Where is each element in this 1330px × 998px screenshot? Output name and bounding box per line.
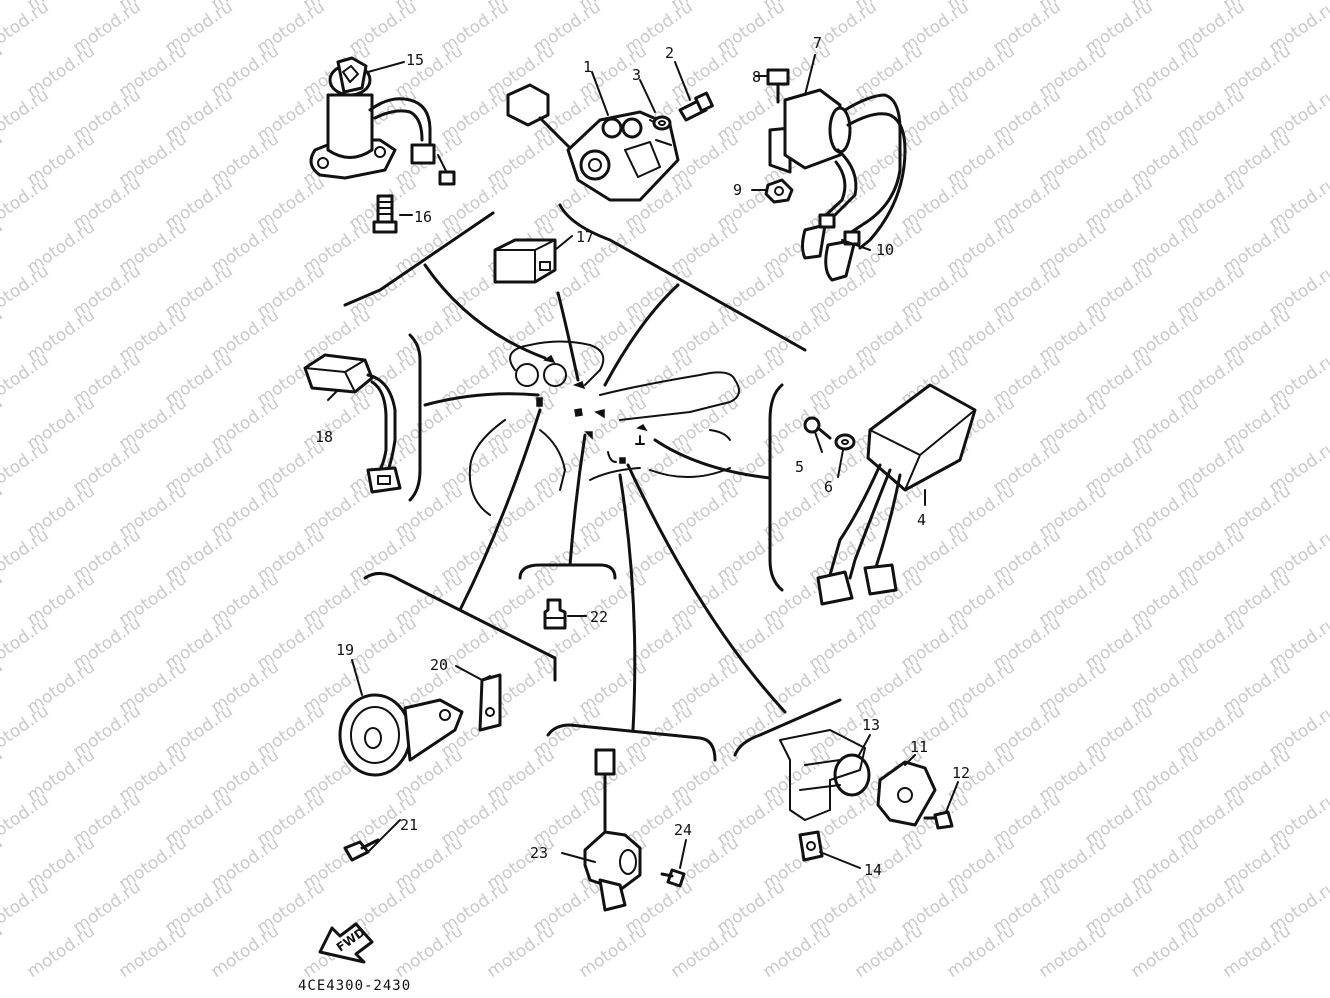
watermark-text: motod.ru xyxy=(667,921,742,982)
label-part-19: 19 xyxy=(336,641,354,659)
label-part-12: 12 xyxy=(952,764,970,782)
watermark-text: motod.ru xyxy=(483,921,558,982)
fwd-direction-arrow: FWD xyxy=(318,922,374,964)
label-part-10: 10 xyxy=(876,241,894,259)
watermark-text: motod.ru xyxy=(0,437,53,498)
watermark-text: motod.ru xyxy=(759,921,834,982)
watermark-text: motod.ru xyxy=(575,921,650,982)
part-2-bolt xyxy=(678,91,714,122)
part-4-igniter xyxy=(816,383,977,606)
part-6-washer xyxy=(834,433,856,451)
watermark-text: motod.ru xyxy=(851,921,926,982)
label-leaders xyxy=(327,54,959,869)
watermark-text: motod.ru xyxy=(1127,921,1202,982)
leader-lines xyxy=(423,263,787,732)
label-part-20: 20 xyxy=(430,656,448,674)
part-3-washer xyxy=(652,115,672,131)
part-8-bolt xyxy=(766,68,790,104)
watermark-text: motod.ru xyxy=(1219,921,1294,982)
watermark-text: motod.ru xyxy=(23,921,98,982)
part-10-plug-cap xyxy=(801,213,861,282)
label-part-13: 13 xyxy=(862,716,880,734)
label-part-6: 6 xyxy=(824,478,833,496)
watermark-text: motod.ru xyxy=(0,349,53,410)
label-part-21: 21 xyxy=(400,816,418,834)
label-part-17: 17 xyxy=(576,228,594,246)
watermark-text: motod.ru xyxy=(0,305,7,366)
watermark-text: motod.ru xyxy=(0,41,7,102)
watermark-text: motod.ru xyxy=(0,613,53,674)
label-part-3: 3 xyxy=(632,66,641,84)
label-part-22: 22 xyxy=(590,608,608,626)
part-13-14-base-frame xyxy=(779,729,871,862)
label-part-18: 18 xyxy=(315,428,333,446)
drawing-code: 4CE4300-2430 xyxy=(298,978,411,994)
part-labels: 1 2 3 4 5 6 7 8 9 10 11 12 13 14 15 16 1… xyxy=(315,34,970,879)
watermark-text: motod.ru xyxy=(0,173,53,234)
label-part-5: 5 xyxy=(795,458,804,476)
part-18-harness-unit xyxy=(303,353,402,494)
watermark-text: motod.ru xyxy=(1035,921,1110,982)
part-16-bolt xyxy=(372,194,398,234)
label-part-7: 7 xyxy=(813,34,822,52)
part-22-sensor xyxy=(543,598,567,630)
watermark-text: motod.ru xyxy=(0,657,7,718)
label-part-14: 14 xyxy=(864,861,882,879)
watermark-text: motod.ru xyxy=(0,833,7,894)
watermark-text: motod.ru xyxy=(0,393,7,454)
part-19-horn xyxy=(338,693,464,777)
label-part-2: 2 xyxy=(665,44,674,62)
motorcycle-outline xyxy=(468,340,740,516)
watermark-text: motod.ru xyxy=(0,701,53,762)
part-12-screw xyxy=(923,810,954,830)
label-part-24: 24 xyxy=(674,821,692,839)
part-15-main-switch xyxy=(309,56,456,186)
watermark-text: motod.ru xyxy=(0,0,53,58)
part-20-bracket xyxy=(478,673,502,732)
label-part-8: 8 xyxy=(752,68,761,86)
watermark-text: motod.ru xyxy=(0,481,7,542)
watermark-text: motod.ru xyxy=(943,921,1018,982)
label-part-16: 16 xyxy=(414,208,432,226)
part-23-switch xyxy=(583,748,642,912)
watermark-text: motod.ru xyxy=(0,0,7,14)
part-7-ignition-coil xyxy=(768,88,907,250)
label-part-11: 11 xyxy=(910,738,928,756)
watermark-text: motod.ru xyxy=(207,921,282,982)
watermark-text: motod.ru xyxy=(0,921,7,982)
watermark-text: motod.ru xyxy=(0,569,7,630)
watermark-text: motod.ru xyxy=(0,261,53,322)
watermark-text: motod.ru xyxy=(0,217,7,278)
label-part-23: 23 xyxy=(530,844,548,862)
part-5-screw xyxy=(803,416,832,440)
label-part-9: 9 xyxy=(733,181,742,199)
watermark-text: motod.ru xyxy=(0,129,7,190)
frame-fasteners xyxy=(536,354,648,464)
watermark-text: motod.ru xyxy=(0,85,53,146)
label-part-15: 15 xyxy=(406,51,424,69)
watermark-text: motod.ru xyxy=(0,525,53,586)
watermark-text: motod.ru xyxy=(115,921,190,982)
watermark-text: motod.ru xyxy=(0,877,53,938)
part-17-relay xyxy=(493,238,557,284)
watermark-text: motod.ru xyxy=(0,745,7,806)
part-24-bolt xyxy=(660,868,686,888)
label-part-4: 4 xyxy=(917,511,926,529)
label-part-1: 1 xyxy=(583,58,592,76)
part-9-nut xyxy=(764,178,794,204)
part-1-relay-assembly xyxy=(506,83,680,202)
watermark-text: motod.ru xyxy=(391,921,466,982)
watermark-text: motod.ru xyxy=(0,789,53,850)
